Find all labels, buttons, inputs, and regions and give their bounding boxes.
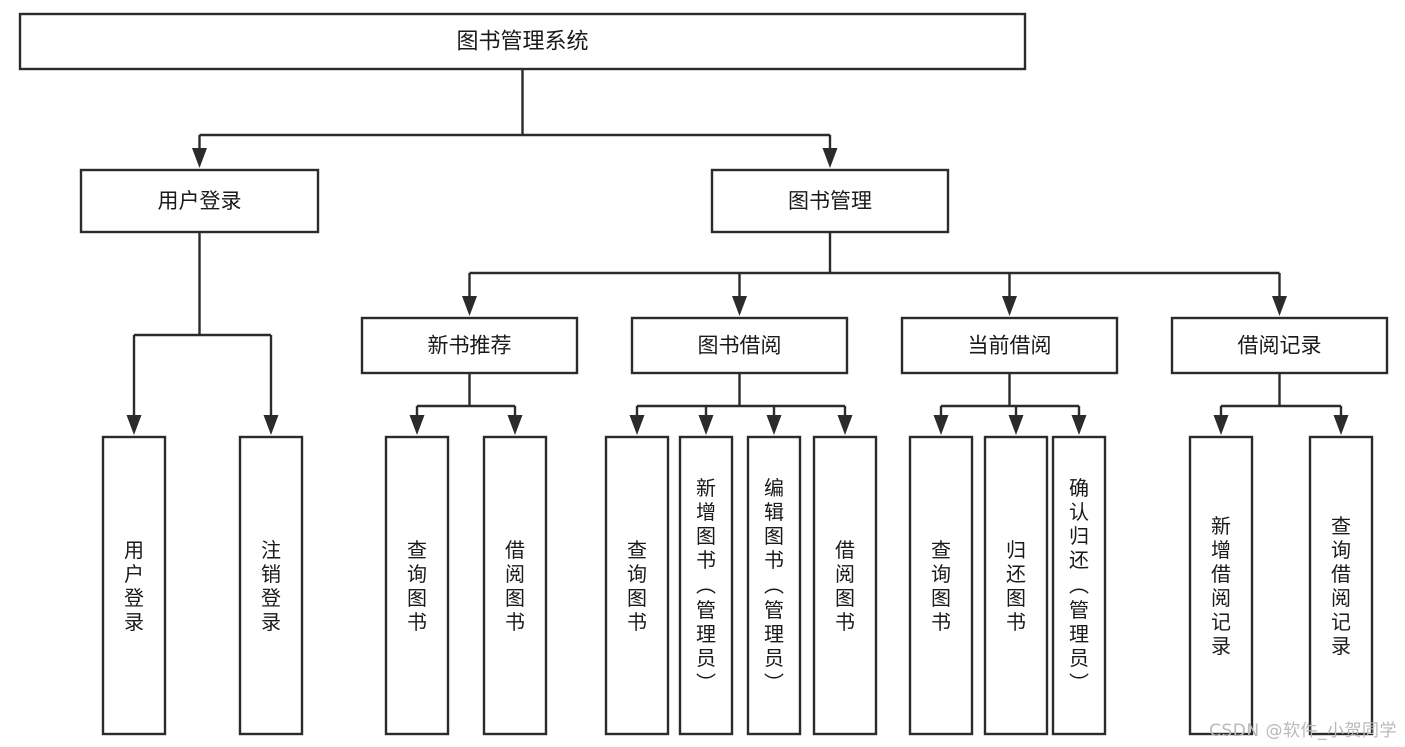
node-leaf-logout[interactable] <box>238 435 304 736</box>
node-book-manage-label: 图书管理 <box>788 189 872 213</box>
arrow-head-down <box>263 415 279 435</box>
node-new-book-recommend-label: 新书推荐 <box>428 334 512 358</box>
arrow-head-down <box>629 415 645 435</box>
arrow-head-down <box>1333 415 1349 435</box>
arrow-head-down <box>698 415 714 435</box>
arrow-head-down <box>822 148 838 168</box>
node-leaf-query-record[interactable] <box>1308 435 1374 736</box>
node-leaf-add-book[interactable] <box>678 435 734 736</box>
node-current-borrow[interactable] <box>900 316 1119 375</box>
node-leaf-query-book-2[interactable] <box>604 435 670 736</box>
arrow-head-down <box>409 415 425 435</box>
node-leaf-user-login[interactable] <box>101 435 167 736</box>
node-book-borrow-label: 图书借阅 <box>698 334 782 358</box>
arrow-head-down <box>1272 296 1287 316</box>
arrow-head-down <box>1213 415 1229 435</box>
arrow-head-down <box>1008 415 1024 435</box>
arrow-head-down <box>933 415 949 435</box>
arrow-head-down <box>766 415 782 435</box>
node-leaf-confirm-return[interactable] <box>1051 435 1107 736</box>
arrow-head-down <box>126 415 142 435</box>
node-new-book-recommend[interactable] <box>360 316 579 375</box>
node-leaf-borrow-book-1[interactable] <box>482 435 548 736</box>
node-leaf-add-record[interactable] <box>1188 435 1254 736</box>
arrow-head-down <box>1002 296 1017 316</box>
node-book-manage[interactable] <box>710 168 950 234</box>
arrow-head-down <box>732 296 747 316</box>
node-borrow-record[interactable] <box>1170 316 1389 375</box>
arrow-head-down <box>507 415 523 435</box>
node-user-login[interactable] <box>79 168 320 234</box>
arrow-head-down <box>837 415 853 435</box>
node-leaf-edit-book[interactable] <box>746 435 802 736</box>
node-current-borrow-label: 当前借阅 <box>968 334 1052 358</box>
connector-lines <box>126 69 1349 435</box>
node-user-login-label: 用户登录 <box>158 189 242 213</box>
node-borrow-record-label: 借阅记录 <box>1238 334 1322 358</box>
node-boxes <box>18 12 1389 736</box>
arrow-head-down <box>462 296 477 316</box>
node-root-label: 图书管理系统 <box>456 30 588 55</box>
node-leaf-query-book-3[interactable] <box>908 435 974 736</box>
arrow-head-down <box>192 148 207 168</box>
node-leaf-borrow-book-2[interactable] <box>812 435 878 736</box>
node-leaf-query-book-1[interactable] <box>384 435 450 736</box>
arrow-head-down <box>1071 415 1087 435</box>
node-leaf-return-book[interactable] <box>983 435 1049 736</box>
node-root[interactable] <box>18 12 1027 71</box>
node-book-borrow[interactable] <box>630 316 849 375</box>
